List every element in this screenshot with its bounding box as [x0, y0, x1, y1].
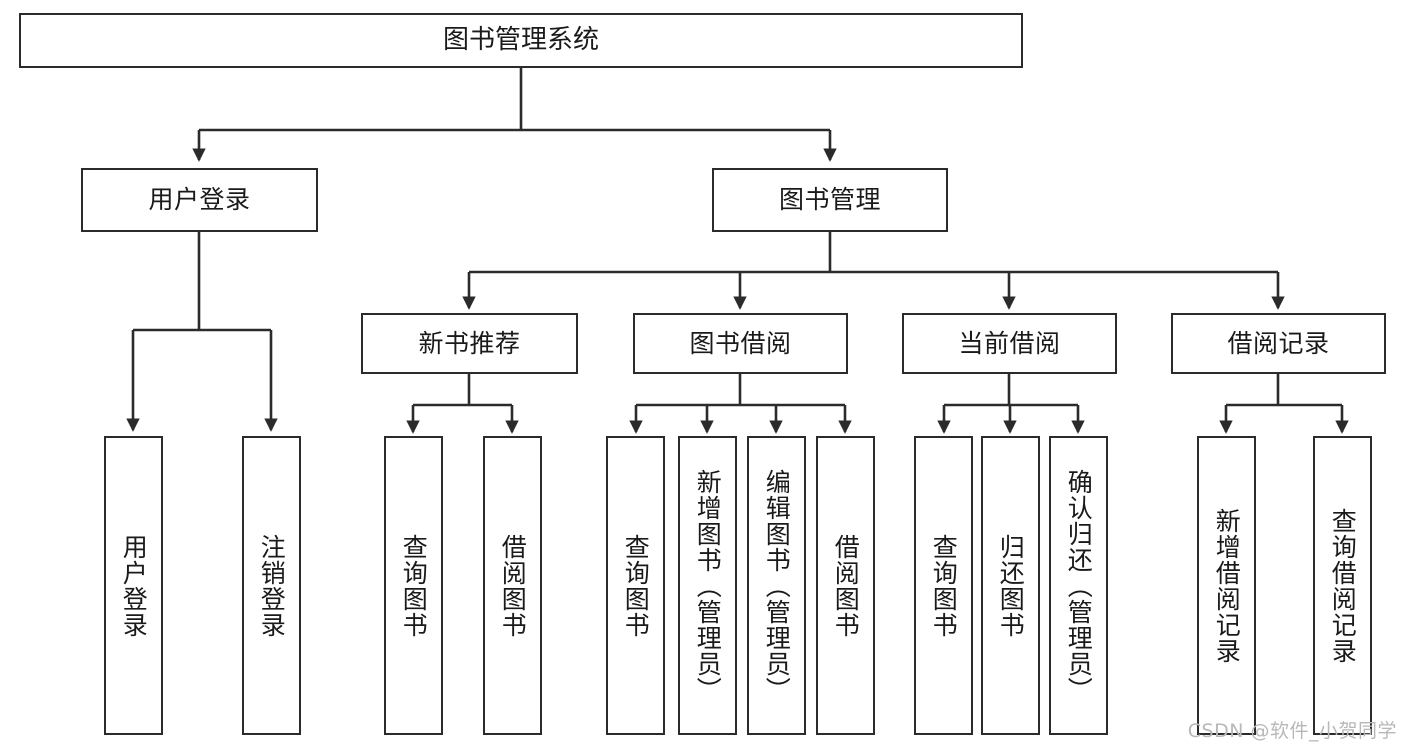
leaf-label: 新增图书（管理员） — [693, 468, 723, 703]
leaf-current-confirm-return-admin[interactable]: 确认归还（管理员） — [1049, 436, 1108, 735]
leaf-borrow-edit-book-admin[interactable]: 编辑图书（管理员） — [747, 436, 806, 735]
leaf-borrow-query-book[interactable]: 查询图书 — [606, 436, 665, 735]
leaf-current-return-book[interactable]: 归还图书 — [981, 436, 1040, 735]
leaf-label: 注销登录 — [257, 533, 287, 638]
node-new-book-recommend[interactable]: 新书推荐 — [361, 313, 578, 374]
leaf-label: 查询图书 — [621, 533, 651, 638]
node-user-login-label: 用户登录 — [148, 185, 251, 215]
leaf-label: 借阅图书 — [498, 533, 528, 638]
node-book-borrow-label: 图书借阅 — [689, 328, 792, 358]
leaf-record-query[interactable]: 查询借阅记录 — [1313, 436, 1372, 735]
leaf-user-login-signout[interactable]: 注销登录 — [242, 436, 301, 735]
leaf-label: 归还图书 — [996, 533, 1026, 638]
leaf-borrow-add-book-admin[interactable]: 新增图书（管理员） — [678, 436, 737, 735]
leaf-new-book-borrow[interactable]: 借阅图书 — [483, 436, 542, 735]
leaf-label: 借阅图书 — [831, 533, 861, 638]
node-new-book-recommend-label: 新书推荐 — [418, 328, 521, 358]
leaf-record-add[interactable]: 新增借阅记录 — [1197, 436, 1256, 735]
leaf-current-query-book[interactable]: 查询图书 — [914, 436, 973, 735]
leaf-new-book-query[interactable]: 查询图书 — [384, 436, 443, 735]
leaf-label: 确认归还（管理员） — [1064, 468, 1094, 703]
leaf-user-login-signin[interactable]: 用户登录 — [104, 436, 163, 735]
leaf-label: 用户登录 — [119, 533, 149, 638]
watermark: CSDN @软件_小贺同学 — [1187, 720, 1397, 742]
leaf-label: 编辑图书（管理员） — [762, 468, 792, 703]
node-book-management-label: 图书管理 — [778, 185, 881, 215]
node-borrow-record[interactable]: 借阅记录 — [1171, 313, 1386, 374]
node-current-borrow-label: 当前借阅 — [958, 328, 1061, 358]
node-root-label: 图书管理系统 — [442, 25, 599, 56]
node-root[interactable]: 图书管理系统 — [19, 13, 1023, 68]
node-user-login[interactable]: 用户登录 — [81, 168, 318, 232]
node-book-borrow[interactable]: 图书借阅 — [633, 313, 848, 374]
node-book-management[interactable]: 图书管理 — [712, 168, 948, 232]
leaf-label: 查询图书 — [929, 533, 959, 638]
leaf-label: 查询图书 — [399, 533, 429, 638]
node-borrow-record-label: 借阅记录 — [1227, 328, 1330, 358]
leaf-label: 查询借阅记录 — [1328, 507, 1358, 664]
leaf-label: 新增借阅记录 — [1212, 507, 1242, 664]
node-current-borrow[interactable]: 当前借阅 — [902, 313, 1117, 374]
leaf-borrow-borrow-book[interactable]: 借阅图书 — [816, 436, 875, 735]
